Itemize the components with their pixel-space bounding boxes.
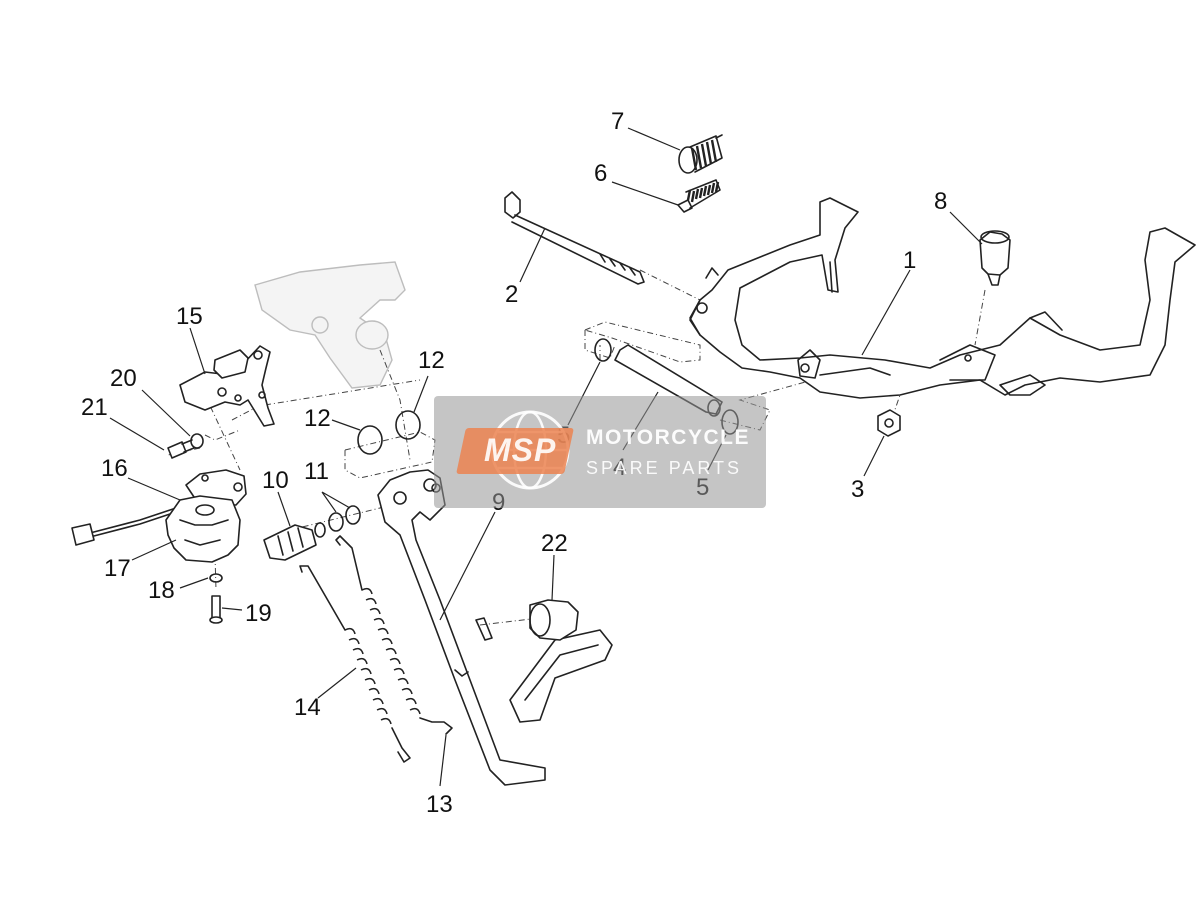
callout-21: 21 (81, 394, 108, 421)
watermark-title: MOTORCYCLE (586, 426, 750, 449)
watermark-badge-text: MSP (484, 432, 557, 468)
callout-7: 7 (611, 108, 624, 135)
part-19-screw (209, 595, 223, 624)
callout-16: 16 (101, 455, 128, 482)
part-8-buffer (979, 230, 1011, 286)
callout-17: 17 (104, 555, 131, 582)
part-11-oring-b (345, 505, 361, 525)
callout-12-right: 12 (418, 347, 445, 374)
callout-11: 11 (304, 458, 329, 485)
callout-1: 1 (903, 247, 916, 274)
watermark: MSP MOTORCYCLE SPARE PARTS (434, 396, 766, 508)
callout-8: 8 (934, 188, 947, 215)
part-10-plunger (263, 522, 326, 561)
part-14-spring (299, 565, 411, 763)
callout-18: 18 (148, 577, 175, 604)
part-11-oring-a (328, 512, 344, 532)
watermark-subtitle: SPARE PARTS (586, 458, 743, 478)
part-21-screw (167, 439, 195, 459)
callout-12-left: 12 (304, 405, 331, 432)
callout-20: 20 (110, 365, 137, 392)
part-22-rubber-pad (529, 599, 579, 641)
part-1-center-stand (689, 197, 1196, 399)
callout-3: 3 (851, 476, 864, 503)
callout-6: 6 (594, 160, 607, 187)
part-20-washer (190, 433, 204, 449)
part-12-ring-b (395, 410, 421, 440)
callout-10: 10 (262, 467, 289, 494)
frame-bracket-reference (254, 261, 406, 389)
part-13-spring (335, 535, 453, 735)
callout-2: 2 (505, 281, 518, 308)
callout-15: 15 (176, 303, 203, 330)
part-18-washer (209, 573, 223, 583)
part-15-bracket (179, 345, 275, 427)
callout-19: 19 (245, 600, 272, 627)
part-5-washer-a (594, 338, 612, 362)
part-2-bolt (504, 191, 645, 285)
part-17-switch-housing (165, 495, 241, 563)
part-3-nut (877, 409, 901, 437)
part-12-ring-a (357, 425, 383, 455)
part-6-spring (677, 179, 721, 213)
callout-22: 22 (541, 530, 568, 557)
callout-14: 14 (294, 694, 321, 721)
callout-13: 13 (426, 791, 453, 818)
part-7-spring (678, 134, 723, 174)
